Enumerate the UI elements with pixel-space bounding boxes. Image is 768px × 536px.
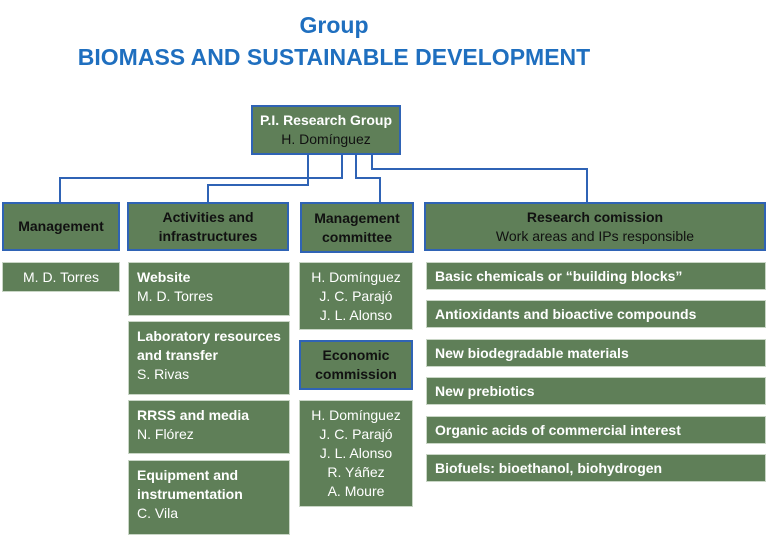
activity-item-laboratory: Laboratory resources and transfer S. Riv… xyxy=(128,321,290,395)
activity-title-line1: Laboratory resources xyxy=(137,328,281,344)
activity-item-website: Website M. D. Torres xyxy=(128,262,290,316)
activity-title: Website xyxy=(137,269,191,285)
research-area-label: Basic chemicals or “building blocks” xyxy=(435,268,683,284)
management-item: M. D. Torres xyxy=(2,262,120,292)
research-area-label: Biofuels: bioethanol, biohydrogen xyxy=(435,460,663,476)
header-management: Management xyxy=(2,202,120,251)
title-main: BIOMASS AND SUSTAINABLE DEVELOPMENT xyxy=(77,44,591,70)
research-area: New biodegradable materials xyxy=(426,339,766,367)
research-area-label: Organic acids of commercial interest xyxy=(435,422,681,438)
committee-member: H. Domínguez xyxy=(311,268,401,285)
economic-member: H. Domínguez xyxy=(311,407,401,423)
committee-members-box: H. Domínguez J. C. Parajó J. L. Alonso xyxy=(299,262,413,330)
activity-person: C. Vila xyxy=(137,505,178,521)
activity-person: M. D. Torres xyxy=(137,288,213,304)
committee-member: J. L. Alonso xyxy=(319,306,393,323)
economic-line2: commission xyxy=(315,366,397,382)
activity-title-line1: Equipment and xyxy=(137,467,239,483)
research-area-label: New biodegradable materials xyxy=(435,345,629,361)
research-area-label: New prebiotics xyxy=(435,383,535,399)
connector-committee xyxy=(355,155,381,202)
header-activities: Activities and infrastructures xyxy=(127,202,289,251)
economic-member: A. Moure xyxy=(327,483,385,499)
header-research-line1: Research comission xyxy=(526,208,664,225)
research-area-label: Antioxidants and bioactive compounds xyxy=(435,306,697,322)
economic-line1: Economic xyxy=(322,347,390,363)
connector-activities xyxy=(207,155,309,202)
economic-commission-header: Economic commission xyxy=(299,340,413,390)
economic-member: R. Yáñez xyxy=(327,464,385,480)
activity-title-line2: instrumentation xyxy=(137,486,243,502)
header-committee: Management committee xyxy=(300,202,414,253)
research-area: Antioxidants and bioactive compounds xyxy=(426,300,766,328)
activity-title-line2: and transfer xyxy=(137,347,218,363)
pi-label: P.I. Research Group xyxy=(259,112,392,128)
pi-box: P.I. Research Group H. Domínguez xyxy=(251,105,401,155)
pi-name: H. Domínguez xyxy=(281,131,371,147)
activity-title: RRSS and media xyxy=(137,407,250,423)
economic-member: J. L. Alonso xyxy=(319,445,393,461)
header-activities-line2: infrastructures xyxy=(158,227,258,244)
title-group: Group xyxy=(299,12,369,38)
header-committee-line2: committee xyxy=(321,228,393,245)
header-research: Research comission Work areas and IPs re… xyxy=(424,202,766,251)
research-area: Biofuels: bioethanol, biohydrogen xyxy=(426,454,766,482)
connector-research xyxy=(371,155,588,202)
header-management-label: Management xyxy=(18,218,104,234)
header-activities-line1: Activities and xyxy=(162,208,254,225)
activity-item-rrss: RRSS and media N. Flórez xyxy=(128,400,290,454)
committee-member: J. C. Parajó xyxy=(319,287,393,304)
economic-member: J. C. Parajó xyxy=(319,426,393,442)
header-committee-line1: Management xyxy=(314,209,400,226)
header-research-line2: Work areas and IPs responsible xyxy=(495,227,695,244)
activity-person: S. Rivas xyxy=(137,366,190,382)
connector-management xyxy=(59,155,343,202)
management-person: M. D. Torres xyxy=(23,268,99,285)
research-area: New prebiotics xyxy=(426,377,766,405)
research-area: Basic chemicals or “building blocks” xyxy=(426,262,766,290)
activity-person: N. Flórez xyxy=(137,426,194,442)
research-area: Organic acids of commercial interest xyxy=(426,416,766,444)
economic-members-box: H. Domínguez J. C. Parajó J. L. Alonso R… xyxy=(299,400,413,507)
activity-item-equipment: Equipment and instrumentation C. Vila xyxy=(128,460,290,535)
